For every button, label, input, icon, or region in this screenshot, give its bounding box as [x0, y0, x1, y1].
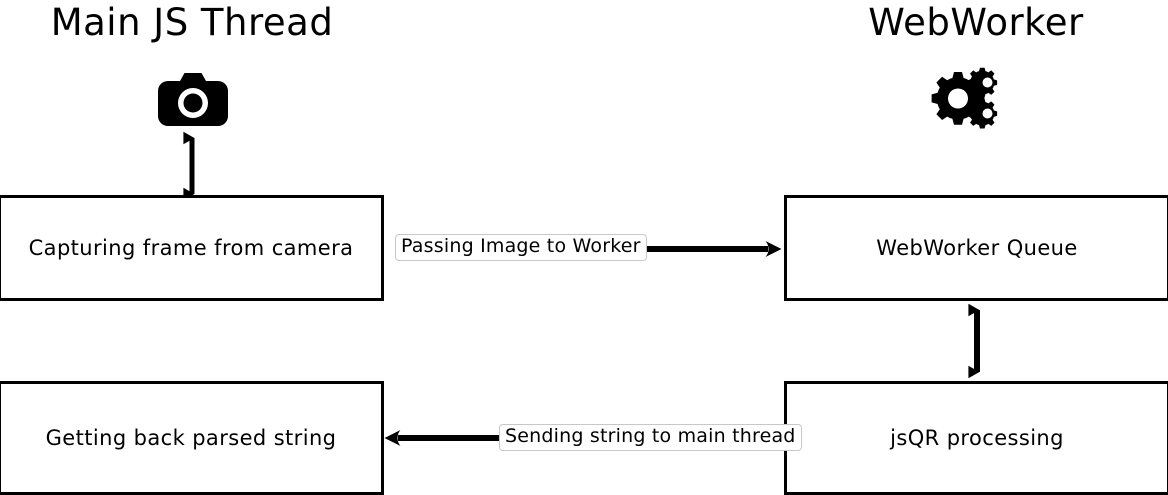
node-capturing-frame-from-camera[interactable]: Capturing frame from camera	[0, 195, 384, 301]
node-label: jsQR processing	[890, 426, 1064, 450]
node-webworker-queue[interactable]: WebWorker Queue	[784, 195, 1168, 301]
node-jsqr-processing[interactable]: jsQR processing	[784, 381, 1168, 495]
edge-label-sending-string-to-main-thread: Sending string to main thread	[499, 424, 802, 451]
column-heading-main-js-thread: Main JS Thread	[50, 1, 334, 44]
column-heading-webworker: WebWorker	[868, 1, 1084, 44]
node-getting-back-parsed-string[interactable]: Getting back parsed string	[0, 381, 384, 495]
edge-label-passing-image-to-worker: Passing Image to Worker	[395, 234, 647, 261]
node-label: Getting back parsed string	[45, 426, 337, 450]
node-label: Capturing frame from camera	[28, 236, 354, 260]
gears-icon	[928, 66, 1000, 132]
node-label: WebWorker Queue	[876, 236, 1078, 260]
camera-icon	[158, 68, 228, 130]
